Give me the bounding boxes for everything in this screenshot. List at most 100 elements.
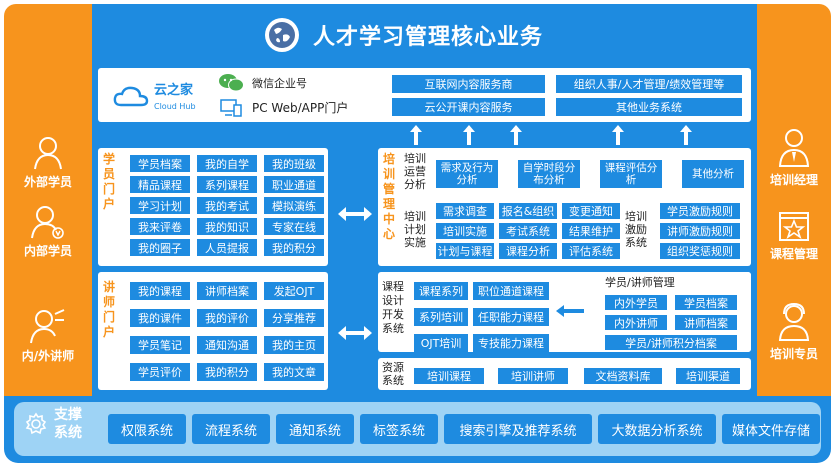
globe-icon — [265, 18, 299, 52]
member-item: 学员档案 — [675, 295, 737, 310]
course-item: 任职能力课程 — [473, 308, 549, 326]
student-portal-item: 职业通道 — [264, 176, 324, 193]
brand-name-en: Cloud Hub — [154, 102, 196, 111]
course-item: 职位通道课程 — [473, 282, 549, 300]
arrow-up-icon — [612, 125, 624, 145]
arrow-up-icon — [463, 125, 475, 145]
star-board-icon — [779, 212, 809, 241]
plan-item: 结果维护 — [562, 223, 620, 239]
course-item: 系列培训 — [414, 308, 468, 326]
ops-analysis-label: 培训运营分析 — [404, 152, 426, 191]
student-portal-item: 学习计划 — [130, 197, 190, 214]
ops-item: 需求及行为分析 — [436, 160, 498, 188]
student-portal-item: 模拟演练 — [264, 197, 324, 214]
member-item: 学员/讲师积分档案 — [605, 335, 737, 350]
member-item: 讲师档案 — [675, 315, 737, 330]
incentive-item: 学员激励规则 — [660, 203, 740, 219]
member-mgmt-label: 学员/讲师管理 — [605, 276, 675, 289]
cloud-icon — [113, 86, 149, 107]
lecturer-portal-item: 我的课件 — [130, 309, 190, 327]
lecturer-icon — [30, 309, 65, 344]
header: 人才学习管理核心业务 — [265, 16, 543, 54]
lecturer-portal-item: 我的积分 — [197, 363, 257, 381]
lecturer-portal-item: 我的评价 — [197, 309, 257, 327]
member-item: 内外学员 — [605, 295, 667, 310]
course-item: OJT培训 — [414, 334, 468, 352]
support-system-item: 通知系统 — [276, 414, 354, 444]
lecturer-portal-item: 我的主页 — [264, 336, 324, 354]
support-label: 支撑 系统 — [54, 407, 82, 441]
member-item: 内外讲师 — [605, 315, 667, 330]
student-portal-item: 我的圈子 — [130, 239, 190, 256]
student-portal-label: 学员门户 — [102, 152, 115, 211]
support-system-item: 搜索引擎及推荐系统 — [444, 414, 592, 444]
arrow-up-icon — [680, 125, 692, 145]
plan-item: 报名&组织 — [499, 203, 557, 219]
lecturer-portal-item: 讲师档案 — [197, 282, 257, 300]
left-role-panel — [4, 4, 92, 396]
student-portal-item: 我的积分 — [264, 239, 324, 256]
student-portal-item: 精品课程 — [130, 176, 190, 193]
lecturer-portal-item: 我的文章 — [264, 363, 324, 381]
ops-item: 课程评估分析 — [600, 160, 662, 188]
student-portal-item: 我的知识 — [197, 218, 257, 235]
plan-item: 培训实施 — [436, 223, 494, 239]
role-training-specialist: 培训专员 — [762, 302, 826, 362]
plan-item: 变更通知 — [562, 203, 620, 219]
double-arrow-icon — [338, 326, 372, 340]
plan-item: 需求调查 — [436, 203, 494, 219]
resource-item: 培训讲师 — [498, 368, 568, 384]
service-item: 互联网内容服务商 — [392, 75, 545, 93]
lecturer-portal-item: 学员笔记 — [130, 336, 190, 354]
support-system-item: 权限系统 — [108, 414, 186, 444]
lecturer-portal-label: 讲师门户 — [102, 280, 115, 339]
training-center-label: 培训管理中心 — [382, 152, 395, 241]
student-portal-item: 学员档案 — [130, 155, 190, 172]
right-role-panel — [757, 4, 831, 396]
plan-item: 计划与课程 — [436, 243, 494, 259]
plan-item: 考试系统 — [499, 223, 557, 239]
support-system-item: 媒体文件存储 — [722, 414, 820, 444]
resource-item: 文档资料库 — [584, 368, 662, 384]
ops-item: 其他分析 — [682, 160, 744, 188]
lecturer-portal-item: 通知沟通 — [197, 336, 257, 354]
lecturer-portal-item: 我的课程 — [130, 282, 190, 300]
plan-item: 课程分析 — [499, 243, 557, 259]
incentive-item: 讲师激励规则 — [660, 223, 740, 239]
role-course-management: 课程管理 — [762, 210, 826, 262]
plan-item: 评估系统 — [562, 243, 620, 259]
page-title: 人才学习管理核心业务 — [313, 25, 544, 50]
course-item: 课程系列 — [414, 282, 468, 300]
role-lecturer: 内/外讲师 — [14, 308, 82, 364]
student-portal-item: 我的自学 — [197, 155, 257, 172]
wechat-icon — [219, 74, 244, 92]
student-portal-item: 我的班级 — [264, 155, 324, 172]
resource-item: 培训渠道 — [676, 368, 740, 384]
user-outline-icon — [34, 137, 62, 170]
pc-label: PC Web/APP门户 — [252, 101, 349, 115]
resource-system-label: 资源系统 — [382, 361, 404, 387]
resource-item: 培训课程 — [414, 368, 484, 384]
lecturer-portal-item: 学员评价 — [130, 363, 190, 381]
arrow-up-icon — [410, 125, 422, 145]
support-system-item: 大数据分析系统 — [598, 414, 716, 444]
brand-name: 云之家 — [154, 83, 194, 98]
student-portal-item: 我的考试 — [197, 197, 257, 214]
course-system-label: 课程设计开发系统 — [382, 280, 404, 335]
arrow-up-icon — [510, 125, 522, 145]
role-internal-student: 内部学员 — [14, 205, 82, 259]
service-item: 云公开课内容服务 — [392, 98, 545, 116]
lecturer-portal-item: 发起OJT — [264, 282, 324, 300]
pc-device-icon — [220, 99, 242, 117]
plan-label: 培训计划实施 — [404, 210, 426, 249]
headset-user-icon — [778, 302, 810, 341]
course-item: 专技能力课程 — [473, 334, 549, 352]
student-portal-item: 系列课程 — [197, 176, 257, 193]
student-portal-item: 人员提报 — [197, 239, 257, 256]
ops-item: 自学时段分布分析 — [518, 160, 580, 188]
arrow-left-icon — [556, 305, 584, 317]
gear-icon — [25, 412, 47, 435]
support-system-item: 流程系统 — [192, 414, 270, 444]
wechat-label: 微信企业号 — [252, 77, 307, 90]
